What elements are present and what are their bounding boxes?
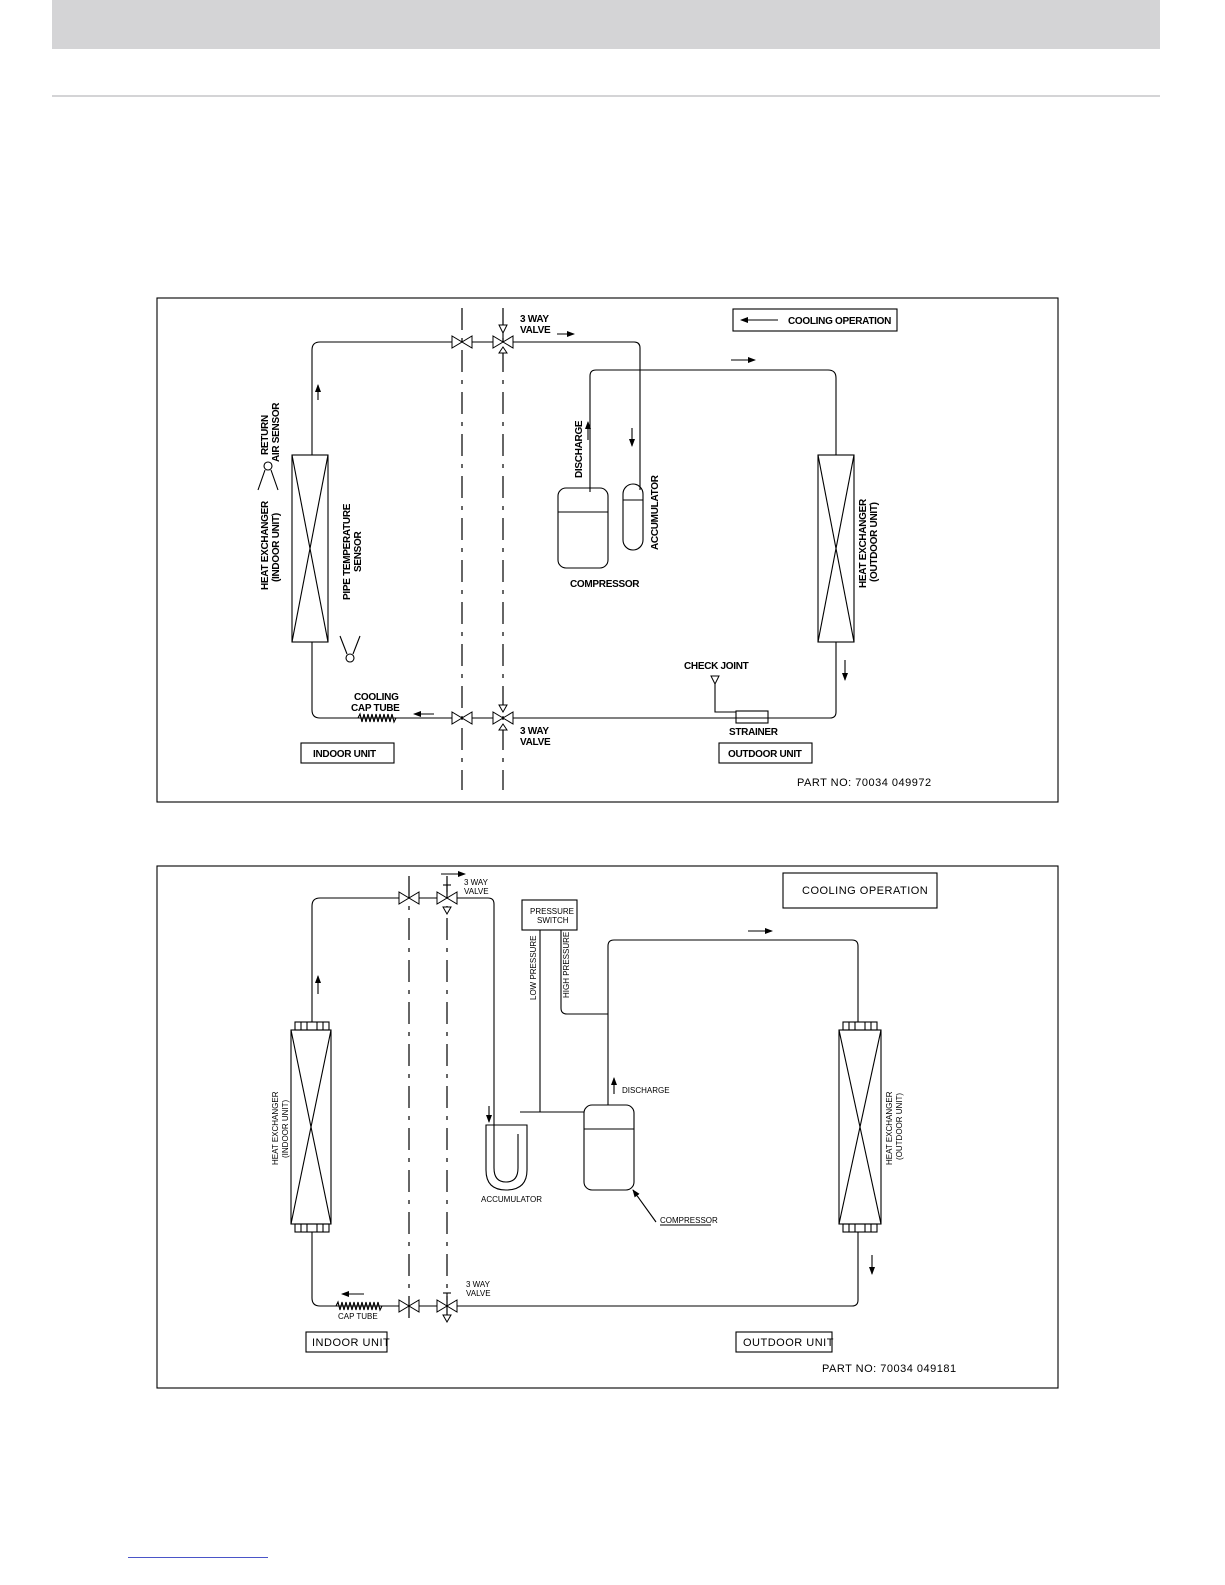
pipe-discharge-loop [607, 939, 859, 1105]
valve-top-label-2: VALVE [464, 887, 489, 896]
pipe-bottom [311, 642, 837, 719]
valve-top-label-2: VALVE [520, 325, 551, 336]
indoor-unit-box [300, 742, 395, 764]
pressure-switch-label-1: PRESSURE [530, 907, 574, 916]
valve-top-label-1: 3 WAY [464, 878, 489, 887]
valve-3way-bottom [492, 704, 514, 731]
valve-2way-bottom [398, 1299, 420, 1313]
compressor-label: COMPRESSOR [660, 1216, 718, 1225]
discharge-label: DISCHARGE [622, 1086, 670, 1095]
legend-box [782, 872, 938, 909]
valve-3way-top [436, 884, 458, 916]
discharge-label: DISCHARGE [574, 420, 585, 478]
outdoor-unit-box [735, 1331, 833, 1353]
diagram-2: 3 WAY VALVE 3 WAY VALVE PRESSURE SWITCH … [156, 865, 1059, 1389]
outdoor-heat-exchanger [817, 454, 855, 643]
return-air-sensor-label-1: RETURN [260, 415, 271, 455]
pipe-corner-tl [311, 341, 321, 351]
valve-bottom-label-1: 3 WAY [466, 1280, 491, 1289]
accumulator-label: ACCUMULATOR [650, 474, 661, 550]
check-joint-label: CHECK JOINT [684, 661, 749, 672]
diagram-1: 3 WAY VALVE 3 WAY VALVE COOLING OPERATIO… [156, 297, 1059, 803]
pipe-temperature-sensor-icon [339, 635, 361, 663]
outdoor-heat-exchanger [838, 1021, 882, 1233]
part-number: PART NO: 70034 049181 [822, 1363, 957, 1375]
indoor-unit-box [305, 1331, 388, 1353]
hx-indoor-label-1: HEAT EXCHANGER [260, 500, 271, 590]
hx-indoor-label-2: (INDOOR UNIT) [271, 513, 282, 582]
compressor-label: COMPRESSOR [570, 579, 640, 590]
valve-2way-bottom [451, 711, 473, 725]
footer-link-underline[interactable] [128, 1557, 268, 1558]
hx-indoor-label-2: (INDOOR UNIT) [281, 1099, 290, 1158]
valve-2way-top [451, 335, 473, 349]
hx-indoor-label-1: HEAT EXCHANGER [271, 1091, 280, 1165]
outdoor-unit-label: OUTDOOR UNIT [743, 1337, 834, 1349]
diagram-1-frame [156, 297, 1059, 803]
check-joint-icon [710, 675, 736, 713]
legend-label: COOLING OPERATION [802, 885, 928, 897]
pipe-discharge-loop [589, 369, 837, 492]
compressor-icon [583, 1104, 635, 1191]
pipe-top-left [320, 341, 641, 490]
low-pressure-label: LOW PRESSURE [529, 936, 538, 1000]
indoor-unit-label: INDOOR UNIT [313, 749, 376, 760]
diagram-2-frame [156, 865, 1059, 1389]
strainer-icon [735, 710, 769, 724]
part-number: PART NO: 70034 049972 [797, 777, 932, 789]
outdoor-unit-box [718, 742, 813, 764]
return-air-sensor-label-2: AIR SENSOR [271, 402, 282, 462]
cap-tube-label-1: COOLING [354, 692, 399, 703]
indoor-heat-exchanger [290, 1021, 332, 1233]
hx-outdoor-label-2: (OUTDOOR UNIT) [895, 1093, 904, 1160]
return-air-sensor-icon [257, 461, 279, 491]
outdoor-unit-label: OUTDOOR UNIT [728, 749, 802, 760]
cap-tube-label: CAP TUBE [338, 1312, 378, 1321]
valve-2way-top [398, 891, 420, 905]
legend-box [732, 308, 898, 332]
valve-bottom-label-2: VALVE [466, 1289, 491, 1298]
strainer-label: STRAINER [729, 727, 779, 738]
compressor-icon [557, 487, 609, 569]
cap-tube-icon [335, 1300, 383, 1312]
valve-bottom-label-2: VALVE [520, 737, 551, 748]
pipe-bottom [311, 1232, 859, 1307]
hx-outdoor-label-1: HEAT EXCHANGER [885, 1091, 894, 1165]
pressure-switch-label-2: SWITCH [537, 916, 569, 925]
pipe-temp-sensor-label-2: SENSOR [353, 530, 364, 572]
cap-tube-icon [357, 712, 397, 724]
pipe-temp-sensor-label-1: PIPE TEMPERATURE [342, 503, 353, 600]
valve-3way-top [492, 324, 514, 354]
cap-tube-label-2: CAP TUBE [351, 703, 400, 714]
header-bar [52, 0, 1160, 49]
accumulator-icon [485, 1124, 528, 1191]
valve-3way-bottom [436, 1292, 458, 1324]
header-rule [52, 95, 1160, 97]
legend-label: COOLING OPERATION [788, 316, 891, 327]
hx-outdoor-label-1: HEAT EXCHANGER [858, 498, 869, 588]
pipe-top-left [311, 897, 495, 1128]
high-pressure-line [560, 930, 608, 1015]
hx-outdoor-label-2: (OUTDOOR UNIT) [869, 502, 880, 582]
pressure-switch-box [521, 899, 578, 931]
high-pressure-label: HIGH PRESSURE [562, 932, 571, 998]
valve-bottom-label-1: 3 WAY [520, 726, 549, 737]
accumulator-icon [622, 483, 644, 551]
compressor-leader [632, 1189, 657, 1223]
accumulator-label: ACCUMULATOR [481, 1195, 542, 1204]
indoor-heat-exchanger [291, 454, 329, 643]
valve-top-label-1: 3 WAY [520, 314, 549, 325]
indoor-unit-label: INDOOR UNIT [312, 1337, 390, 1349]
